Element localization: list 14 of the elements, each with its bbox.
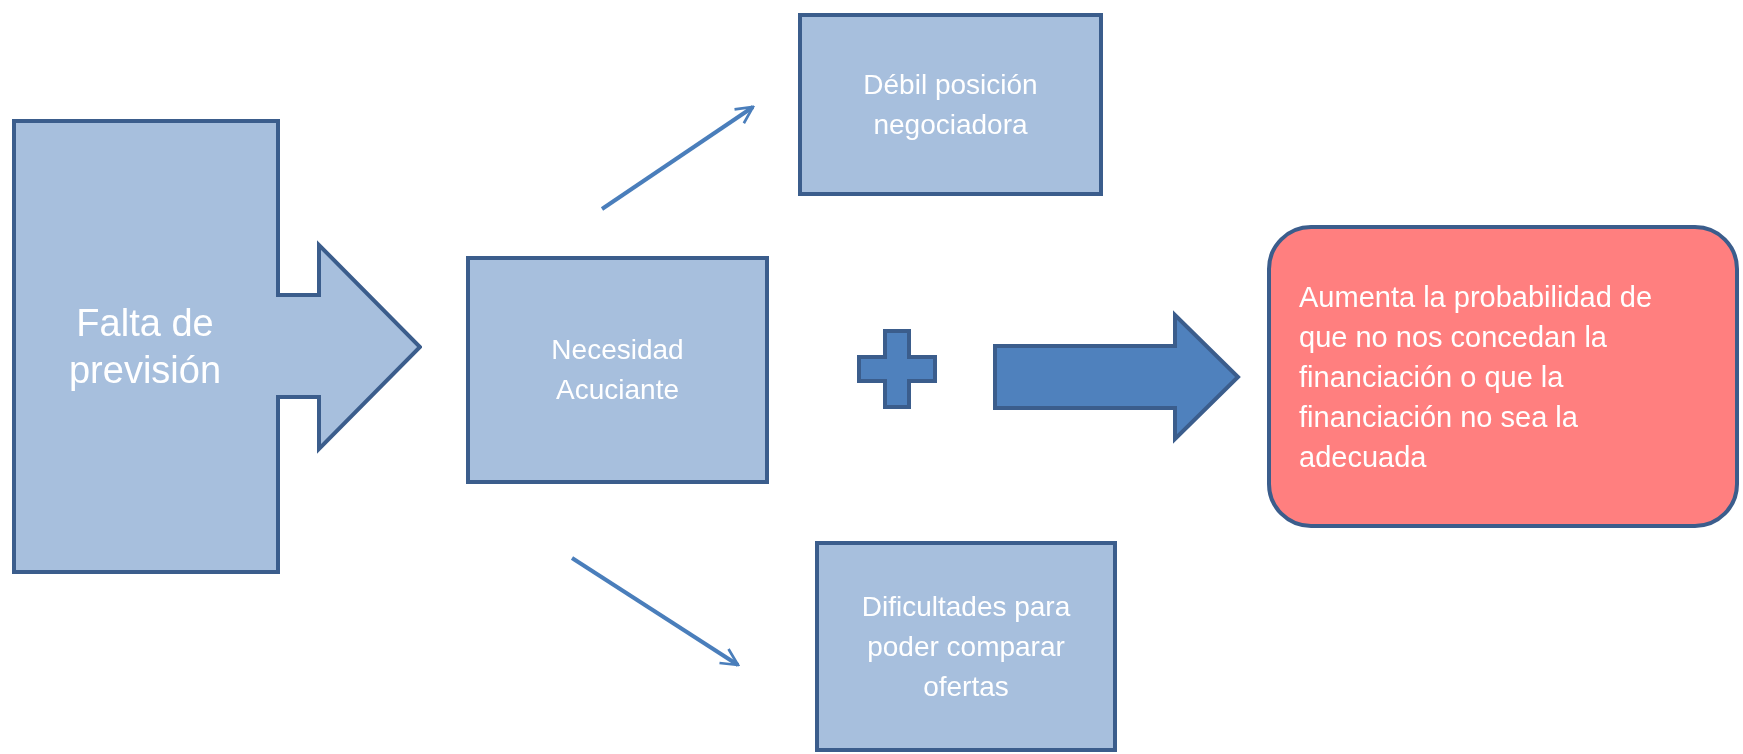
result-box bbox=[1267, 225, 1739, 528]
process-box bbox=[466, 256, 769, 484]
node-label: Débil posición negociadora bbox=[862, 67, 1039, 142]
block-arrow bbox=[993, 310, 1241, 444]
node-label: Dificultades para poder comparar ofertas bbox=[860, 589, 1072, 704]
node-label: Aumenta la probabilidad de que no nos concedan la financiación o que la financiación no sea la adecuada bbox=[1299, 279, 1654, 475]
block-arrow-shape bbox=[12, 119, 422, 574]
arrow bbox=[570, 556, 740, 667]
node-label: Necesidad Acuciante bbox=[550, 333, 685, 407]
process-box bbox=[798, 13, 1103, 196]
plus-sign bbox=[857, 329, 937, 409]
node-label: Falta de previsión bbox=[67, 300, 223, 393]
arrow bbox=[600, 105, 755, 211]
process-box bbox=[815, 541, 1117, 752]
